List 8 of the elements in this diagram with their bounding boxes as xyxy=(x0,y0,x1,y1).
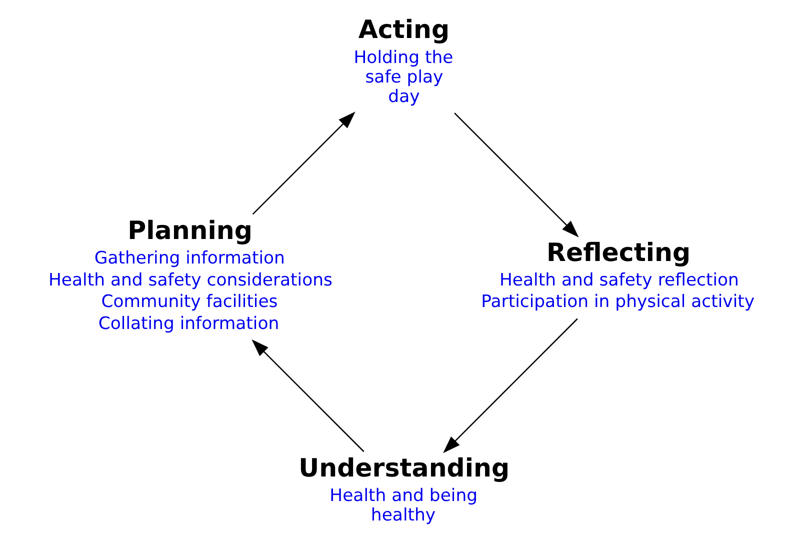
node-text: Planning Gathering information Health and safety considerations Community facilities Collating information xyxy=(48,216,332,334)
arrow xyxy=(252,112,355,215)
arrow xyxy=(251,339,364,452)
node-text: Reflecting Health and safety reflection Participation in physical activity xyxy=(480,238,754,312)
arrow xyxy=(454,112,578,238)
node-text: Acting Holding the safe play day xyxy=(353,15,453,107)
node-text: Understanding Health and being healthy xyxy=(298,454,510,526)
arrow xyxy=(442,318,578,454)
